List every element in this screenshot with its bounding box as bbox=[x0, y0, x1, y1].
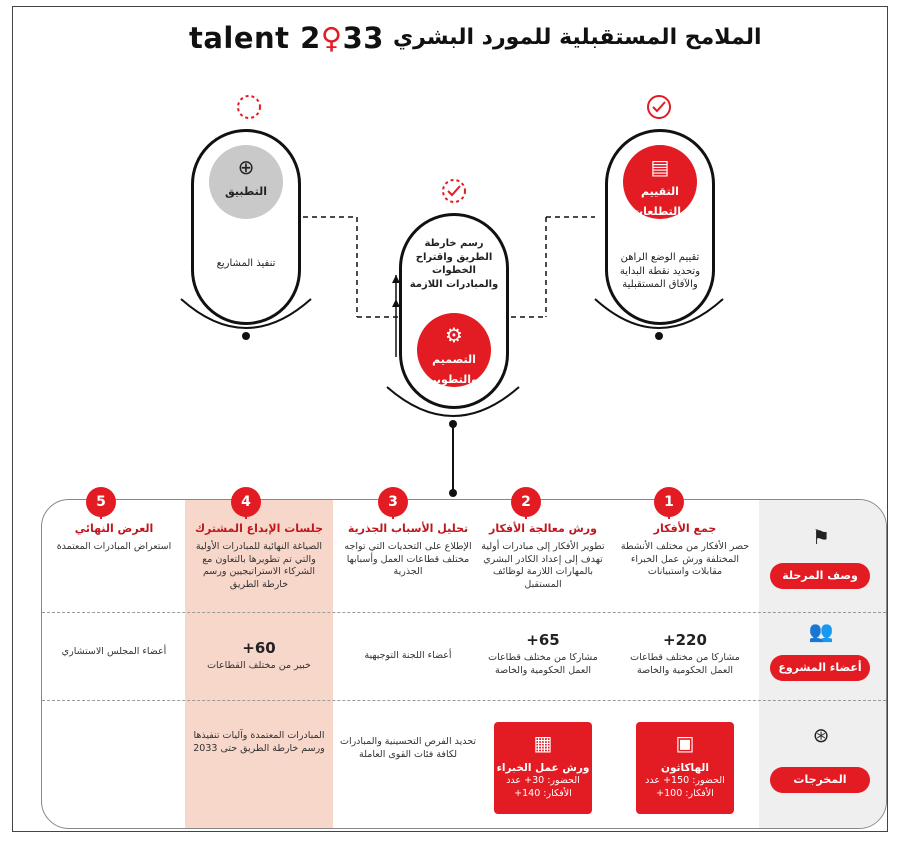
stage-description-application: تنفيذ المشاريع bbox=[216, 258, 276, 269]
hackathon-icon: ▣ bbox=[675, 731, 695, 755]
row-label-stage-description: وصف المرحلة bbox=[770, 563, 870, 589]
dashed-check-icon bbox=[442, 179, 466, 203]
talent-2033-logo: talent 2♀33 bbox=[189, 21, 384, 55]
route-flag-icon: ⚑ bbox=[812, 525, 830, 549]
column-4-description: جلسات الإبداع المشترك الصياغة النهائية ل… bbox=[194, 522, 324, 591]
dashed-circle-icon bbox=[237, 95, 261, 119]
column-2-members: 65+ مشاركا من مختلف قطاعات العمل الحكومي… bbox=[488, 631, 598, 677]
column-3-description: تحليل الأسباب الجذرية الإطلاع على التحدي… bbox=[344, 522, 472, 578]
gear-icon: ⚙ bbox=[445, 323, 463, 347]
document-icon: ▤ bbox=[650, 155, 670, 179]
stage-connectors bbox=[180, 216, 724, 497]
stage-description-assessment: تقييم الوضع الراهن وتحديد نقطة البداية و… bbox=[619, 252, 701, 290]
column-4-members: 60+ خبير من مختلف القطاعات bbox=[207, 639, 311, 672]
row-label-outputs: المخرجات bbox=[770, 767, 870, 793]
column-1-description: جمع الأفكار حصر الأفكار من مختلف الأنشطة… bbox=[620, 522, 750, 578]
step-number-1: 1 bbox=[654, 487, 684, 517]
number-stems bbox=[100, 503, 670, 519]
highlight-column-bg bbox=[185, 500, 333, 828]
step-number-3: 3 bbox=[378, 487, 408, 517]
step-number-4: 4 bbox=[231, 487, 261, 517]
row-label-project-members: أعضاء المشروع bbox=[770, 655, 870, 681]
column-5-members: أعضاء المجلس الاستشاري bbox=[61, 646, 167, 657]
row-divider-2 bbox=[42, 700, 886, 701]
check-circle-icon bbox=[647, 95, 671, 119]
stage-description-design: رسم خارطة الطريق واقتراح الخطوات والمباد… bbox=[409, 238, 499, 290]
workshop-icon: ▦ bbox=[533, 731, 553, 755]
row-divider-1 bbox=[42, 612, 886, 613]
people-group-icon: 👥 bbox=[808, 619, 834, 643]
column-2-output: ▦ ورش عمل الخبراء الحضور: 30+ عدد الأفكا… bbox=[494, 722, 592, 814]
column-1-output: ▣ الهاكاثون الحضور: 150+ عدد الأفكار: 10… bbox=[636, 722, 734, 814]
target-icon: ⊕ bbox=[237, 155, 255, 179]
column-1-members: 220+ مشاركا من مختلف قطاعات العمل الحكوم… bbox=[630, 631, 740, 677]
column-3-output: تحديد الفرص التحسينية والمبادرات لكافة ف… bbox=[340, 736, 476, 760]
step-number-5: 5 bbox=[86, 487, 116, 517]
stage-circle-design: ⚙ التصميم والتطوير bbox=[417, 313, 491, 387]
step-number-2: 2 bbox=[511, 487, 541, 517]
stage-circle-assessment: ▤ التقييم والتطلعات bbox=[623, 145, 697, 219]
column-2-description: ورش معالجة الأفكار تطوير الأفكار إلى مبا… bbox=[481, 522, 605, 591]
infographic-frame: talent 2♀33 الملامح المستقبلية للمورد ال… bbox=[12, 6, 888, 832]
stage-circle-application: ⊕ التطبيق bbox=[209, 145, 283, 219]
header: talent 2♀33 الملامح المستقبلية للمورد ال… bbox=[13, 21, 889, 61]
network-target-icon: ⊛ bbox=[812, 723, 830, 747]
column-3-members: أعضاء اللجنة التوجيهية bbox=[364, 650, 452, 661]
page-title: الملامح المستقبلية للمورد البشري bbox=[393, 25, 762, 50]
stages-table: جمع الأفكار حصر الأفكار من مختلف الأنشطة… bbox=[41, 499, 887, 829]
column-4-output: المبادرات المعتمدة وآليات تنفيذها ورسم خ… bbox=[193, 730, 325, 754]
column-5-description: العرض النهائي استعراض المبادرات المعتمدة bbox=[56, 522, 172, 552]
